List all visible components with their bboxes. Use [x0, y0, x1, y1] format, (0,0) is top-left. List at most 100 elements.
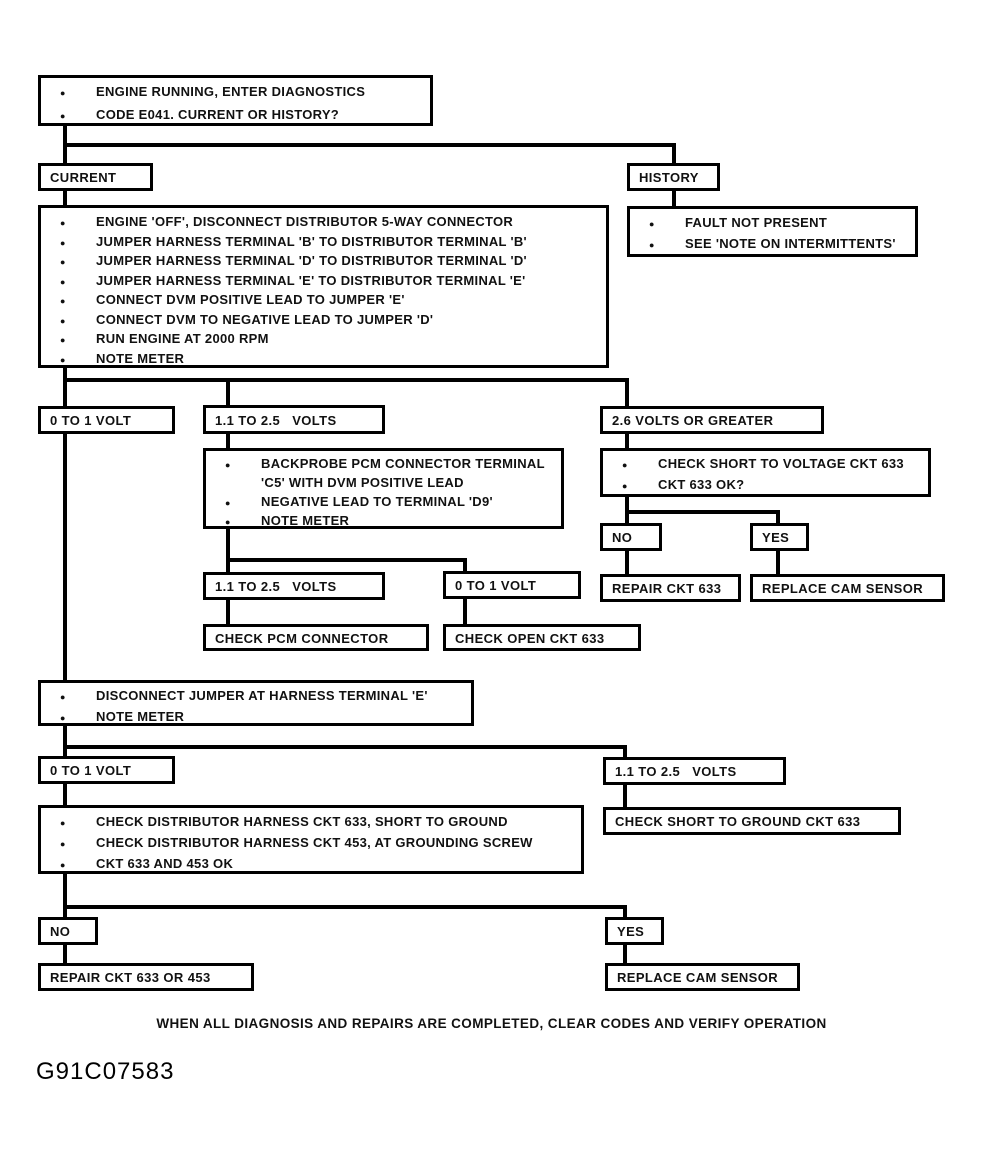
connector-line: [623, 749, 627, 757]
repair-ckt-633-453-node: REPAIR CKT 633 OR 453: [38, 963, 254, 991]
label-text: HISTORY: [639, 170, 699, 185]
figure-id: G91C07583: [36, 1058, 175, 1085]
label-text: 0 TO 1 VOLT: [455, 578, 537, 593]
bullet-text: CHECK DISTRIBUTOR HARNESS CKT 633, SHORT…: [96, 814, 508, 829]
bullet-text: CONNECT DVM TO NEGATIVE LEAD TO JUMPER '…: [96, 311, 434, 327]
connector-line: [63, 745, 627, 749]
history-branch-label: HISTORY: [627, 163, 720, 191]
connector-line: [63, 143, 676, 147]
bullet-line: ● CONNECT DVM TO NEGATIVE LEAD TO JUMPER …: [55, 311, 598, 331]
bullet-icon: ●: [225, 517, 231, 527]
connector-line: [226, 529, 230, 572]
connector-line: [672, 190, 676, 206]
bullet-text: NOTE METER: [96, 350, 185, 366]
connector-line: [776, 514, 780, 523]
connector-line: [625, 382, 629, 406]
bullet-text: CKT 633 AND 453 OK: [96, 856, 234, 871]
bullet-text: DISCONNECT JUMPER AT HARNESS TERMINAL 'E…: [96, 688, 428, 703]
label-text: CHECK PCM CONNECTOR: [215, 630, 389, 646]
volt-0-1-label-a: 0 TO 1 VOLT: [38, 406, 175, 434]
repair-ckt-633-node: REPAIR CKT 633: [600, 574, 741, 602]
bullet-icon: ●: [60, 713, 66, 723]
connector-line: [63, 190, 67, 205]
connector-line: [63, 945, 67, 963]
bullet-line: ● SEE 'NOTE ON INTERMITTENTS': [644, 234, 907, 254]
label-text: CHECK SHORT TO GROUND CKT 633: [615, 814, 861, 829]
bullet-line: ● JUMPER HARNESS TERMINAL 'B' TO DISTRIBU…: [55, 233, 598, 253]
connector-line: [63, 874, 67, 917]
connector-line: [63, 905, 627, 909]
bullet-text: CONNECT DVM POSITIVE LEAD TO JUMPER 'E': [96, 292, 405, 307]
bullet-line: ●CHECK DISTRIBUTOR HARNESS CKT 633, SHOR…: [55, 812, 573, 833]
volt-1.1-2.5-label-c: 1.1 TO 2.5 VOLTS: [603, 757, 786, 785]
bullet-line: ● NEGATIVE LEAD TO TERMINAL 'D9': [220, 493, 553, 512]
bullet-line: ● ENGINE RUNNING, ENTER DIAGNOSTICS: [55, 81, 422, 104]
volt-1.1-2.5-label-b: 1.1 TO 2.5 VOLTS: [203, 572, 385, 600]
volt-1.1-2.5-label-a: 1.1 TO 2.5 VOLTS: [203, 405, 385, 434]
bullet-line: ●BACKPROBE PCM CONNECTOR TERMINAL: [220, 455, 553, 474]
bullet-line: ● NOTE METER: [55, 707, 463, 724]
bullet-text: JUMPER HARNESS TERMINAL 'B' TO DISTRIBUT…: [96, 233, 527, 249]
bullet-text: JUMPER HARNESS TERMINAL 'D' TO DISTRIBUT…: [96, 253, 527, 268]
bullet-text: RUN ENGINE AT 2000 RPM: [96, 331, 269, 346]
bullet-icon: ●: [60, 296, 66, 306]
replace-cam-sensor-node-1: REPLACE CAM SENSOR: [750, 574, 945, 602]
yes-label-1: YES: [750, 523, 809, 551]
label-text: REPLACE CAM SENSOR: [617, 970, 779, 985]
bullet-icon: ●: [60, 111, 66, 121]
bullet-text: SEE 'NOTE ON INTERMITTENTS': [685, 236, 896, 251]
connector-line: [63, 378, 629, 382]
bullet-icon: ●: [622, 460, 628, 470]
bullet-text: ENGINE RUNNING, ENTER DIAGNOSTICS: [96, 84, 366, 99]
connector-line: [226, 600, 230, 624]
bullet-text: NEGATIVE LEAD TO TERMINAL 'D9': [261, 494, 493, 509]
bullet-text: JUMPER HARNESS TERMINAL 'E' TO DISTRIBUT…: [96, 272, 526, 288]
volt-0-1-label-c: 0 TO 1 VOLT: [38, 756, 175, 784]
connector-line: [625, 551, 629, 574]
bullet-icon: ●: [60, 315, 66, 326]
bullet-icon: ●: [225, 498, 231, 508]
connector-line: [63, 726, 67, 756]
connector-line: [226, 558, 467, 562]
label-text: REPAIR CKT 633: [612, 581, 722, 596]
start-node: ● ENGINE RUNNING, ENTER DIAGNOSTICS ● CO…: [38, 75, 433, 126]
label-text: 1.1 TO 2.5 VOLTS: [215, 412, 337, 428]
bullet-icon: ●: [649, 219, 655, 229]
connector-line: [623, 785, 627, 807]
label-text: 0 TO 1 VOLT: [50, 763, 132, 778]
label-text: 2.6 VOLTS OR GREATER: [612, 413, 774, 428]
label-text: 0 TO 1 VOLT: [50, 413, 132, 428]
bullet-line: ● CODE E041. CURRENT OR HISTORY?: [55, 104, 422, 123]
bullet-line: ● JUMPER HARNESS TERMINAL 'E' TO DISTRIBU…: [55, 272, 598, 292]
connector-line: [463, 562, 467, 571]
label-text: YES: [762, 530, 790, 545]
connector-line: [672, 143, 676, 163]
label-text: REPAIR CKT 633 OR 453: [50, 970, 211, 985]
label-text: NO: [50, 924, 71, 939]
bullet-line: ●CKT 633 OK?: [617, 475, 920, 494]
no-label-2: NO: [38, 917, 98, 945]
bullet-icon: ●: [60, 354, 66, 365]
bullet-line: ●ENGINE 'OFF', DISCONNECT DISTRIBUTOR 5-…: [55, 213, 598, 233]
bullet-line: ●DISCONNECT JUMPER AT HARNESS TERMINAL '…: [55, 686, 463, 707]
history-result-node: ● FAULT NOT PRESENT ● SEE 'NOTE ON INTER…: [627, 206, 918, 257]
connector-line: [226, 382, 230, 406]
label-text: NO: [612, 530, 633, 545]
bullet-text: BACKPROBE PCM CONNECTOR TERMINAL: [261, 456, 545, 471]
bullet-text: NOTE METER: [96, 709, 185, 724]
bullet-icon: ●: [60, 860, 66, 870]
bullet-icon: ●: [60, 237, 66, 248]
bullet-icon: ●: [622, 481, 628, 491]
connector-line: [625, 434, 629, 448]
bullet-text: ENGINE 'OFF', DISCONNECT DISTRIBUTOR 5-W…: [96, 214, 514, 229]
label-text: 1.1 TO 2.5 VOLTS: [615, 764, 737, 779]
bullet-line: ●JUMPER HARNESS TERMINAL 'D' TO DISTRIBU…: [55, 252, 598, 272]
current-branch-label: CURRENT: [38, 163, 153, 191]
label-text: CURRENT: [50, 170, 117, 185]
bullet-line: ●CHECK SHORT TO VOLTAGE CKT 633: [617, 454, 920, 475]
check-short-voltage-node: ●CHECK SHORT TO VOLTAGE CKT 633 ●CKT 633…: [600, 448, 931, 497]
replace-cam-sensor-node-2: REPLACE CAM SENSOR: [605, 963, 800, 991]
label-text: 1.1 TO 2.5 VOLTS: [215, 579, 337, 594]
bullet-icon: ●: [60, 276, 66, 287]
